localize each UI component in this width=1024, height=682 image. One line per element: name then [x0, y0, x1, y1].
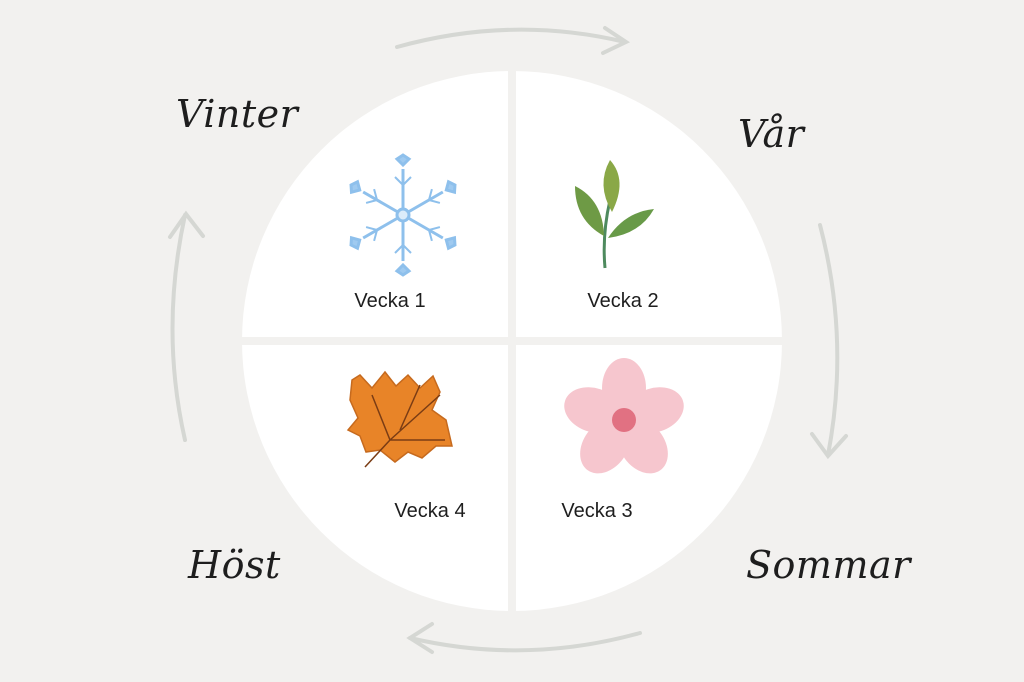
week-label-1: Vecka 1 — [354, 290, 426, 312]
cherry-blossom-icon — [564, 358, 684, 474]
season-label-summer: Sommar — [746, 543, 911, 587]
horizontal-divider — [230, 337, 794, 345]
week-label-2: Vecka 2 — [587, 290, 659, 312]
snowflake-icon — [345, 153, 461, 277]
arrow-bottom — [406, 622, 642, 654]
arrow-top — [395, 26, 631, 55]
arrow-right — [810, 223, 848, 460]
season-label-winter: Vinter — [176, 92, 299, 136]
season-label-spring: Vår — [738, 112, 805, 156]
leaf-sprig-icon — [575, 160, 654, 269]
arrow-left — [168, 210, 205, 442]
week-label-4: Vecka 4 — [394, 500, 466, 522]
maple-leaf-icon — [346, 370, 453, 468]
week-label-3: Vecka 3 — [561, 500, 633, 522]
season-label-autumn: Höst — [188, 543, 281, 587]
